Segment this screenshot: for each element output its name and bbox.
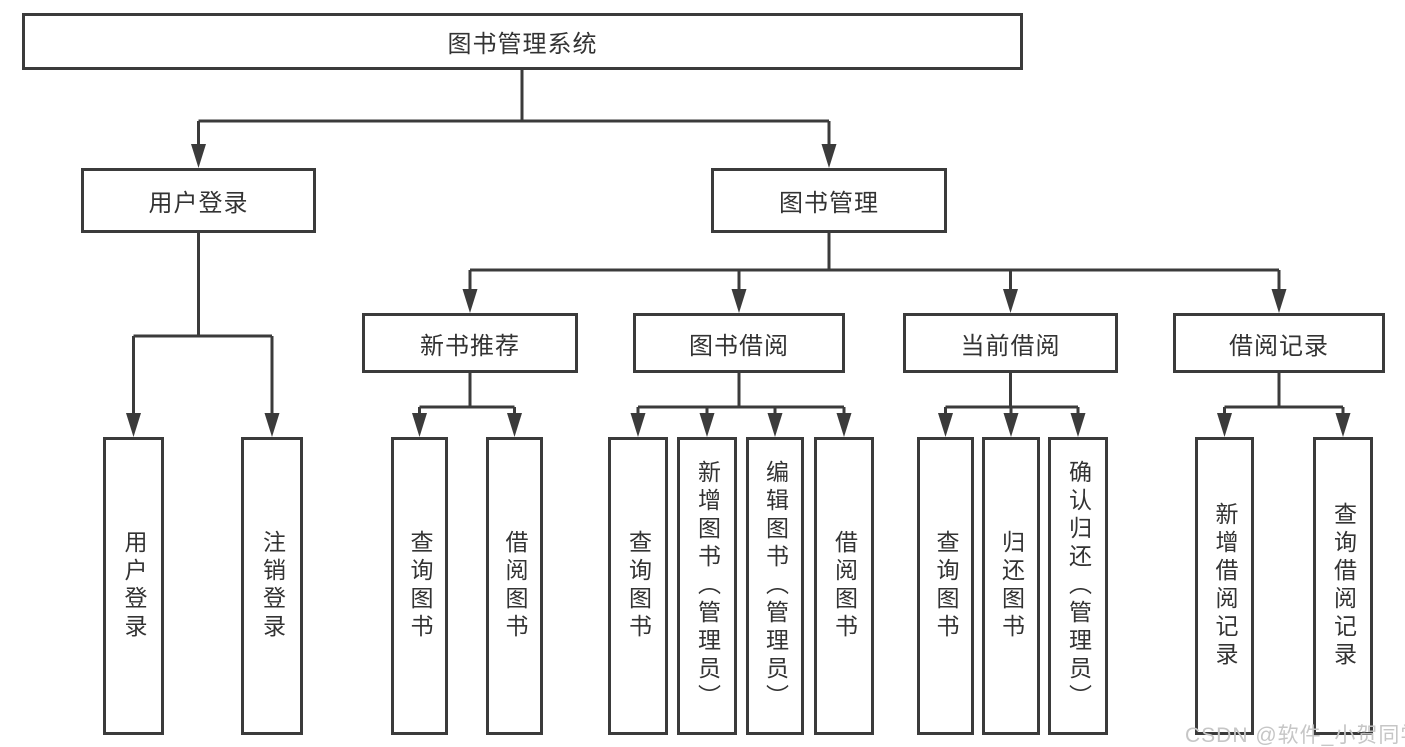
leaf-query-books-borrowing-label: 查询图书 (625, 530, 652, 642)
node-book-borrowing-label: 图书借阅 (689, 332, 789, 360)
arrow-icon (767, 413, 783, 437)
arrow-icon (1003, 289, 1018, 313)
arrow-icon (821, 144, 837, 168)
leaf-add-books-admin: 新增图书（管理员） (677, 437, 737, 735)
node-new-book-recommendation-label: 新书推荐 (420, 332, 520, 360)
arrow-icon (1217, 413, 1232, 437)
arrow-icon (731, 289, 747, 313)
node-new-book-recommendation: 新书推荐 (362, 313, 578, 373)
node-user-login-label: 用户登录 (148, 190, 249, 217)
leaf-add-borrow-record: 新增借阅记录 (1195, 437, 1254, 735)
node-root-label: 图书管理系统 (447, 31, 598, 58)
leaf-confirm-return-admin-label: 确认归还（管理员） (1065, 460, 1092, 712)
arrow-icon (462, 289, 478, 313)
node-current-borrowing: 当前借阅 (903, 313, 1118, 373)
leaf-query-borrow-record-label: 查询借阅记录 (1330, 502, 1357, 670)
leaf-borrow-books-newrec: 借阅图书 (486, 437, 543, 735)
leaf-add-borrow-record-label: 新增借阅记录 (1212, 502, 1238, 670)
arrow-icon (836, 413, 852, 437)
connector-root-to-level2 (197, 70, 831, 148)
node-current-borrowing-label: 当前借阅 (960, 332, 1061, 360)
connector-bookmgmt-to-level3 (468, 233, 1281, 290)
node-book-management: 图书管理 (711, 168, 947, 233)
arrow-icon (264, 413, 280, 437)
leaf-return-books-label: 归还图书 (998, 530, 1025, 642)
arrow-icon (191, 144, 206, 168)
csdn-watermark: CSDN @软件_小贺同学 (1185, 724, 1405, 747)
node-book-borrowing: 图书借阅 (633, 313, 845, 373)
connector-newbookrec-to-leaves (418, 373, 516, 414)
arrow-icon (1335, 413, 1351, 437)
arrow-icon (126, 413, 141, 437)
arrow-icon (1003, 413, 1019, 437)
node-borrowing-records: 借阅记录 (1173, 313, 1385, 373)
leaf-query-books-current-label: 查询图书 (933, 530, 959, 642)
arrow-icon (412, 413, 427, 437)
arrow-icon (699, 413, 715, 437)
leaf-query-books-borrowing: 查询图书 (608, 437, 668, 735)
node-borrowing-records-label: 借阅记录 (1229, 332, 1329, 360)
leaf-edit-books-admin-label: 编辑图书（管理员） (762, 460, 789, 712)
leaf-user-login: 用户登录 (103, 437, 164, 735)
connector-bookborrow-to-leaves (636, 373, 846, 414)
leaf-edit-books-admin: 编辑图书（管理员） (746, 437, 804, 735)
node-book-management-label: 图书管理 (779, 190, 879, 217)
arrow-icon (507, 413, 522, 437)
leaf-add-books-admin-label: 新增图书（管理员） (694, 460, 721, 712)
leaf-confirm-return-admin: 确认归还（管理员） (1048, 437, 1108, 735)
connector-userlogin-to-leaves (132, 233, 274, 414)
arrow-icon (938, 413, 953, 437)
node-root: 图书管理系统 (22, 13, 1023, 70)
arrow-icon (630, 413, 646, 437)
arrow-icon (1070, 413, 1086, 437)
leaf-user-login-label: 用户登录 (121, 530, 147, 642)
leaf-logout: 注销登录 (241, 437, 303, 735)
leaf-borrow-books-newrec-label: 借阅图书 (502, 530, 528, 642)
leaf-logout-label: 注销登录 (259, 530, 286, 642)
node-user-login: 用户登录 (81, 168, 316, 233)
leaf-borrow-books-borrowing: 借阅图书 (814, 437, 874, 735)
leaf-return-books: 归还图书 (982, 437, 1040, 735)
leaf-query-books-current: 查询图书 (917, 437, 974, 735)
connector-borrowrecords-to-leaves (1223, 373, 1345, 414)
leaf-borrow-books-borrowing-label: 借阅图书 (831, 530, 858, 642)
leaf-query-books-newrec: 查询图书 (391, 437, 448, 735)
arrowheads (126, 144, 1351, 437)
leaf-query-books-newrec-label: 查询图书 (407, 530, 433, 642)
connector-currentborrow-to-leaves (944, 373, 1080, 414)
arrow-icon (1271, 289, 1287, 313)
leaf-query-borrow-record: 查询借阅记录 (1313, 437, 1373, 735)
